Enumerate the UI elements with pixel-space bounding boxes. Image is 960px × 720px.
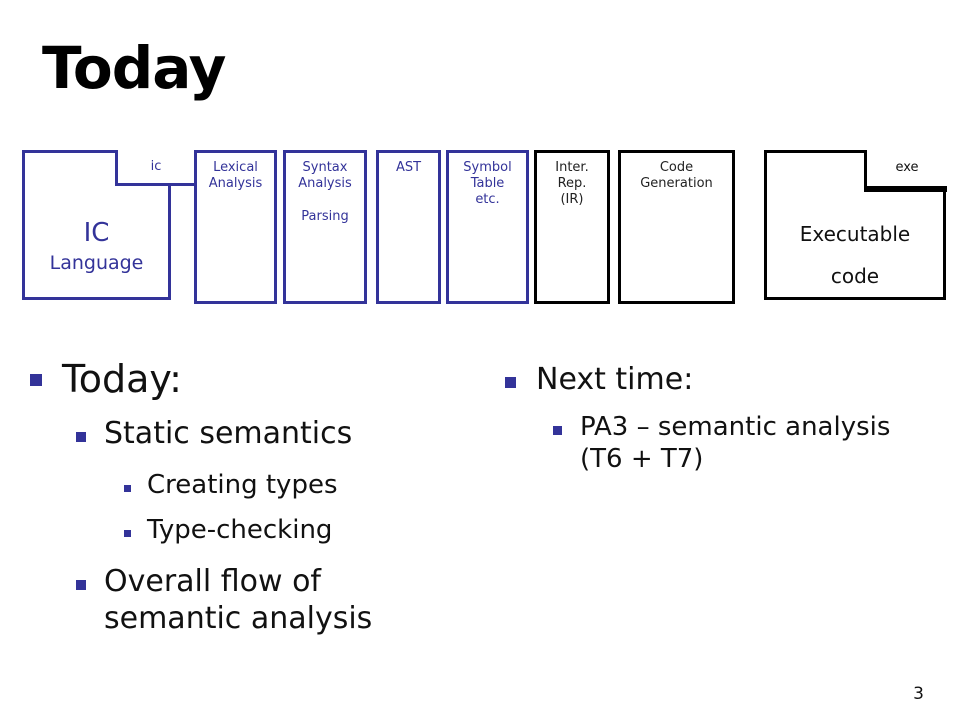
stage-syntax-analysis: Syntax Analysis Parsing — [283, 150, 367, 304]
square-bullet-icon — [76, 432, 86, 442]
square-bullet-icon — [553, 426, 562, 435]
bullet-static-semantics: Static semantics — [76, 416, 352, 453]
stage-lexical-analysis: Lexical Analysis — [194, 150, 277, 304]
executable-code-box: exe Executable code — [764, 150, 947, 300]
stage-intermediate-representation: Inter. Rep. (IR) — [534, 150, 610, 304]
executable-code-title: Executable code — [799, 222, 911, 288]
stage-ast: AST — [376, 150, 441, 304]
bullet-pa3: PA3 – semantic analysis (T6 + T7) — [553, 412, 890, 475]
stage-label: Syntax Analysis — [298, 160, 352, 191]
square-bullet-icon — [76, 580, 86, 590]
executable-file-tag: exe — [864, 150, 947, 192]
square-bullet-icon — [30, 374, 42, 386]
stage-label: AST — [395, 160, 422, 175]
stage-label: Code Generation — [640, 160, 713, 191]
bullet-type-checking: Type-checking — [124, 515, 332, 547]
source-language-subtitle: Language — [49, 252, 144, 274]
page-number: 3 — [913, 684, 924, 704]
source-file-tag: ic — [115, 150, 194, 186]
stage-sublabel: Parsing — [301, 209, 349, 224]
square-bullet-icon — [124, 530, 131, 537]
source-language-box: ic IC Language — [22, 150, 194, 300]
stage-label: Inter. Rep. (IR) — [555, 160, 589, 207]
bullet-creating-types: Creating types — [124, 470, 338, 502]
slide-title: Today — [42, 34, 226, 102]
bullet-next-time: Next time: — [505, 362, 693, 399]
square-bullet-icon — [505, 377, 516, 388]
bullet-today: Today: — [30, 356, 182, 402]
executable-tag-label: exe — [867, 150, 947, 186]
stage-label: Lexical Analysis — [208, 160, 263, 191]
stage-symbol-table: Symbol Table etc. — [446, 150, 529, 304]
square-bullet-icon — [124, 485, 131, 492]
stage-label: Symbol Table etc. — [463, 160, 512, 207]
source-language-title: IC — [83, 218, 110, 248]
bullet-overall-flow: Overall flow of semantic analysis — [76, 564, 372, 637]
stage-code-generation: Code Generation — [618, 150, 735, 304]
